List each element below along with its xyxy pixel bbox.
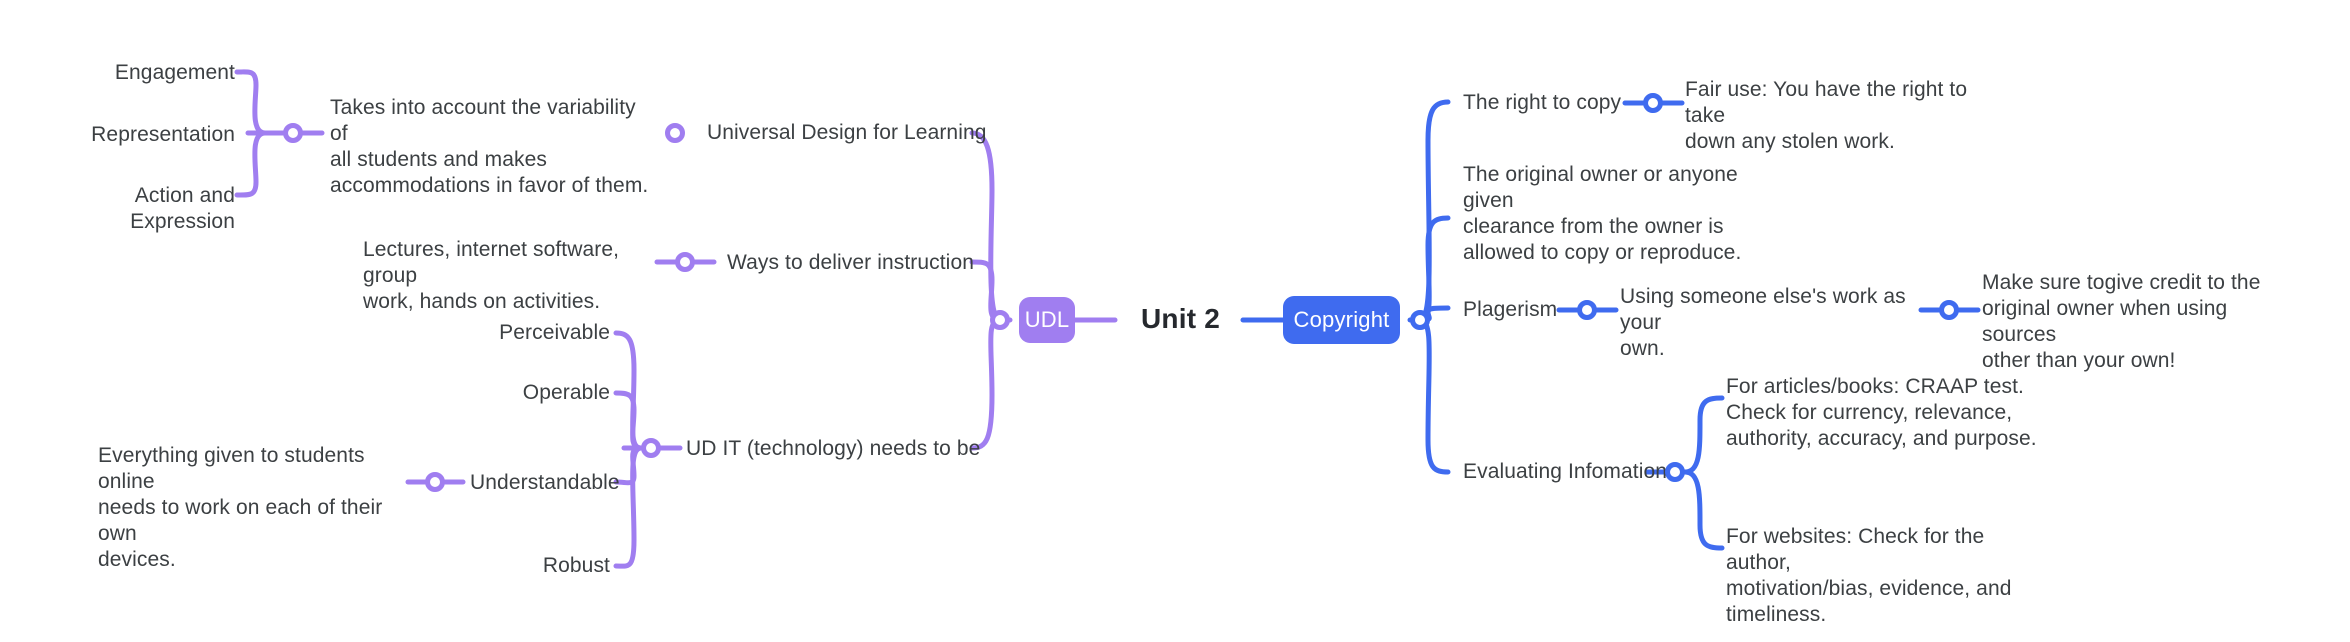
leaf-understandable[interactable]: Understandable	[470, 471, 620, 494]
leaf-operable[interactable]: Operable	[522, 381, 610, 404]
branch-pill-copyright[interactable]: Copyright	[1283, 296, 1400, 344]
leaf-engagement[interactable]: Engagement	[114, 61, 235, 84]
detail-craap-test[interactable]: For articles/books: CRAAP test. Check fo…	[1726, 375, 2037, 450]
connector-dot-plagerism[interactable]	[1577, 300, 1597, 320]
detail-give-credit[interactable]: Make sure togive credit to the original …	[1982, 271, 2261, 372]
node-plagerism[interactable]: Plagerism	[1463, 298, 1558, 321]
node-evaluating-information[interactable]: Evaluating Infomation	[1463, 460, 1668, 483]
leaf-representation[interactable]: Representation	[91, 123, 235, 146]
detail-udl-variability[interactable]: Takes into account the variability of al…	[330, 96, 649, 197]
detail-websites-check[interactable]: For websites: Check for the author, moti…	[1726, 525, 2012, 626]
branch-pill-udl[interactable]: UDL	[1019, 297, 1075, 343]
connector-dot-ud-it[interactable]	[641, 438, 661, 458]
detail-ways-to-deliver[interactable]: Lectures, internet software, group work,…	[363, 238, 620, 313]
root-node-unit-2[interactable]: Unit 2	[1141, 303, 1220, 334]
node-universal-design-for-learning[interactable]: Universal Design for Learning	[707, 121, 987, 144]
connector-dot-copyright-main[interactable]	[1410, 310, 1430, 330]
detail-understandable[interactable]: Everything given to students online need…	[98, 444, 383, 571]
connector-dot-understandable[interactable]	[425, 472, 445, 492]
connector-dot-evaluating[interactable]	[1665, 462, 1685, 482]
leaf-action-and-expression[interactable]: Action and Expression	[130, 184, 235, 233]
node-the-right-to-copy[interactable]: The right to copy	[1463, 91, 1622, 114]
connector-dot-right-to-copy[interactable]	[1643, 93, 1663, 113]
connector-dot-udl-group1[interactable]	[283, 123, 303, 143]
node-ud-it-needs-to-be[interactable]: UD IT (technology) needs to be	[686, 437, 981, 460]
connector-dot-udl-main[interactable]	[990, 310, 1010, 330]
connector-dot-plagerism-sub[interactable]	[1939, 300, 1959, 320]
node-ways-to-deliver-instruction[interactable]: Ways to deliver instruction	[727, 251, 975, 274]
connector-dot-ways-to-deliver[interactable]	[675, 252, 695, 272]
leaf-robust[interactable]: Robust	[542, 554, 610, 577]
detail-plagerism-definition[interactable]: Using someone else's work as your own.	[1620, 285, 1906, 360]
leaf-perceivable[interactable]: Perceivable	[499, 321, 610, 344]
detail-fair-use[interactable]: Fair use: You have the right to take dow…	[1685, 78, 1968, 153]
detail-original-owner[interactable]: The original owner or anyone given clear…	[1463, 163, 1742, 264]
connector-dot-universal-design[interactable]	[665, 123, 685, 143]
